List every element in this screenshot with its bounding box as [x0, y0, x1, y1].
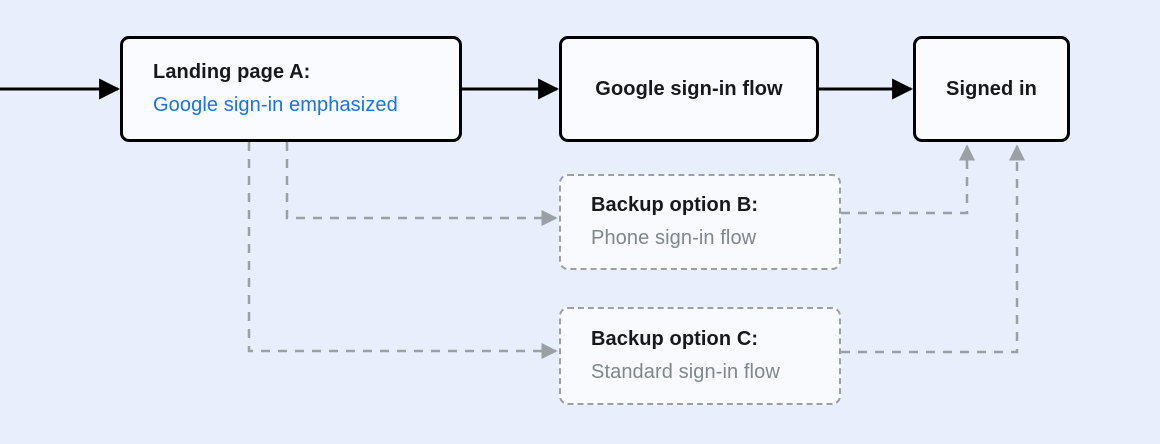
node-landing-page-a[interactable]: Landing page A: Google sign-in emphasize…	[120, 36, 462, 142]
node-backup-option-c[interactable]: Backup option C: Standard sign-in flow	[559, 307, 841, 405]
node-backup-option-b-subtitle: Phone sign-in flow	[591, 227, 757, 249]
node-google-sign-in-flow-label: Google sign-in flow	[595, 77, 783, 100]
node-signed-in[interactable]: Signed in	[913, 36, 1070, 142]
node-backup-option-c-subtitle: Standard sign-in flow	[591, 361, 780, 383]
edge-backup-c-to-signed-in	[841, 144, 1026, 354]
edge-landing-a-to-backup-b	[285, 142, 558, 227]
node-landing-page-a-subtitle: Google sign-in emphasized	[153, 94, 398, 116]
node-backup-option-b[interactable]: Backup option B: Phone sign-in flow	[559, 174, 841, 270]
node-backup-option-c-title: Backup option C:	[591, 328, 759, 350]
node-backup-option-b-title: Backup option B:	[591, 194, 759, 216]
node-signed-in-label: Signed in	[946, 77, 1037, 100]
node-google-sign-in-flow[interactable]: Google sign-in flow	[559, 36, 819, 142]
node-landing-page-a-title: Landing page A:	[153, 61, 311, 83]
edge-backup-b-to-signed-in	[841, 144, 976, 215]
edge-landing-a-to-backup-c	[247, 142, 558, 360]
